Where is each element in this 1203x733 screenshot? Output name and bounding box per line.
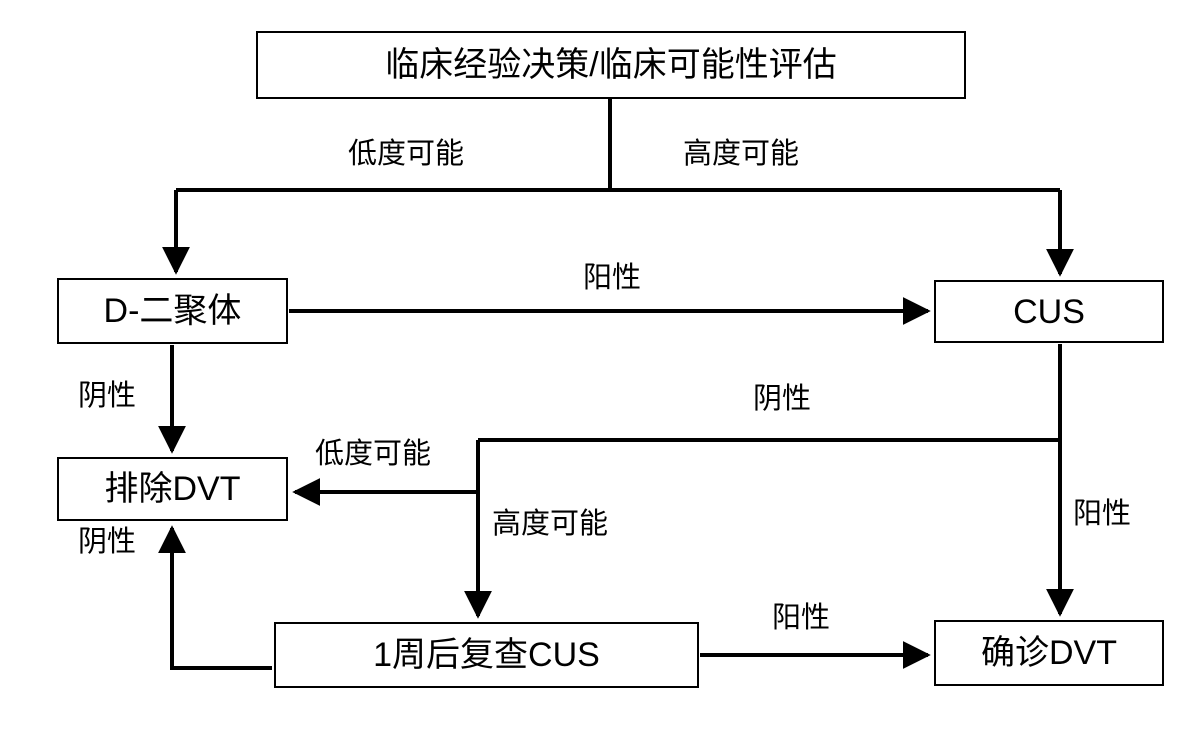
node-confirm-dvt[interactable]: 确诊DVT [934,620,1164,686]
edge-label-negative-d-dimer: 阴性 [78,380,137,412]
node-repeat-cus-label: 1周后复查CUS [373,636,600,674]
edge-repeat-negative-to-exclude [158,525,272,670]
node-exclude-dvt-label: 排除DVT [104,470,241,508]
node-confirm-dvt-label: 确诊DVT [981,634,1117,672]
node-clinical-assessment[interactable]: 临床经验决策/临床可能性评估 [256,31,966,99]
node-cus[interactable]: CUS [934,280,1164,343]
node-exclude-dvt[interactable]: 排除DVT [57,457,288,521]
edge-label-negative-cus: 阴性 [753,383,812,415]
node-repeat-cus[interactable]: 1周后复查CUS [274,622,699,688]
edge-label-negative-repeat: 阴性 [78,526,137,558]
edge-label-positive-d-dimer: 阳性 [583,262,642,294]
node-clinical-assessment-label: 临床经验决策/临床可能性评估 [385,46,837,84]
node-cus-label: CUS [1013,292,1085,331]
edge-label-high-probability-top: 高度可能 [683,138,800,170]
edge-label-low-probability-top: 低度可能 [348,138,465,170]
edge-label-positive-cus: 阳性 [1073,498,1132,530]
node-d-dimer[interactable]: D-二聚体 [57,278,288,344]
edge-label-high-probability-mid: 高度可能 [492,508,609,540]
edge-label-low-probability-mid: 低度可能 [315,438,432,470]
node-d-dimer-label: D-二聚体 [103,292,242,330]
edge-label-positive-repeat: 阳性 [772,602,831,634]
